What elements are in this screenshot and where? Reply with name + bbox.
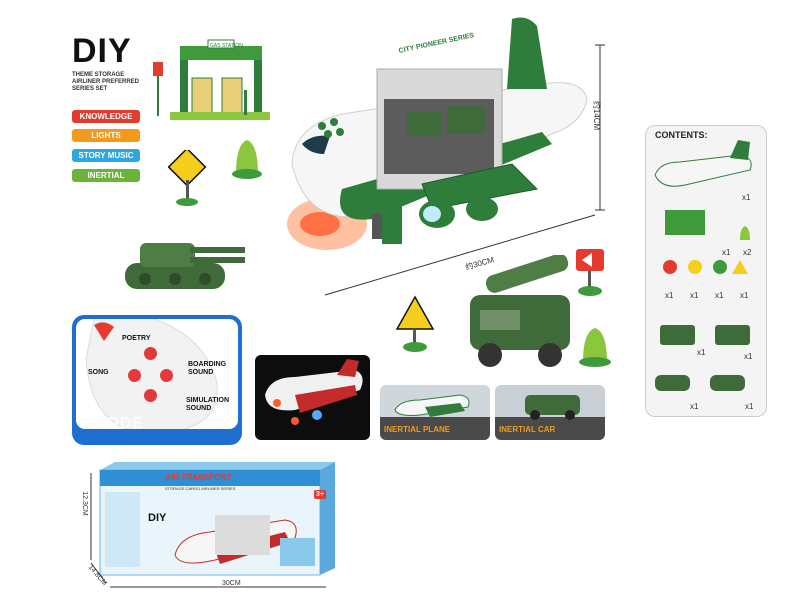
mode-panel: POETRY SONG BOARDING SOUND SIMULATION SO… (72, 315, 242, 445)
diy-subtitle: THEME STORAGE AIRLINER PREFERRED SERIES … (72, 72, 142, 93)
simulation-label: SIMULATION SOUND (186, 397, 230, 412)
plane-height-label: 约14CM (592, 100, 602, 131)
boarding-button[interactable] (160, 369, 173, 382)
inertial-plane-label: INERTIAL PLANE (384, 425, 451, 434)
poetry-label: POETRY (122, 335, 151, 342)
package-age-badge: 3+ (314, 490, 326, 499)
package-diy: DIY (148, 512, 167, 524)
remote-image (85, 319, 218, 429)
inertial-plane-image (380, 394, 490, 440)
road-sign-image (168, 150, 207, 206)
qty-station: x1 (722, 248, 731, 257)
qty-sign-4: x1 (740, 291, 749, 300)
qty-vehicle-4: x1 (745, 402, 754, 411)
package-box-image (99, 462, 335, 576)
boarding-label: BOARDING SOUND (188, 361, 227, 376)
qty-vehicle-1: x1 (697, 348, 706, 357)
lit-plane-inset (255, 355, 370, 440)
contents-title: CONTENTS: (655, 130, 708, 140)
poetry-button[interactable] (144, 347, 157, 360)
package-brand: AIR-TRANSPORT (165, 473, 232, 482)
construction-sign-image (395, 295, 435, 352)
traffic-cone-image (232, 140, 262, 179)
song-label: SONG (88, 369, 109, 376)
qty-plane: x1 (742, 193, 751, 202)
diy-title: DIY (72, 32, 132, 70)
box-height-label: 12.3CM (80, 491, 88, 516)
inertial-car-label: INERTIAL CAR (499, 425, 556, 434)
cone-image-right (579, 328, 611, 367)
subtitle-line-1: THEME STORAGE (72, 72, 125, 78)
song-button[interactable] (128, 369, 141, 382)
feature-badge-lights: LIGHTS (72, 129, 140, 142)
subtitle-line-2: AIRLINER PREFERRED (72, 79, 140, 85)
direction-sign-image (576, 249, 604, 296)
contents-items-image (654, 140, 752, 391)
inertial-plane-inset: INERTIAL PLANE (380, 385, 490, 440)
mode-inner: POETRY SONG BOARDING SOUND SIMULATION SO… (76, 319, 238, 429)
lit-plane-image (265, 359, 363, 425)
qty-sign-2: x1 (690, 291, 699, 300)
mode-badge: MODE (92, 415, 144, 432)
package-tagline: STORAGE CARGO AIRLINER SERIES (165, 486, 236, 491)
simulation-button[interactable] (144, 389, 157, 402)
feature-badge-knowledge: KNOWLEDGE (72, 110, 140, 123)
dimension-lines (324, 44, 605, 296)
subtitle-line-3: SERIES SET (72, 86, 108, 92)
inertial-car-image (495, 395, 605, 440)
missile-truck-image (470, 255, 570, 367)
gas-station-sign: GAS STATION (210, 43, 243, 49)
box-width-label: 30CM (222, 580, 241, 587)
inertial-car-inset: INERTIAL CAR (495, 385, 605, 440)
box-dimension-lines (90, 473, 326, 588)
tank-image (125, 243, 245, 289)
qty-vehicle-3: x1 (690, 402, 699, 411)
qty-cone: x2 (743, 248, 752, 257)
feature-badge-inertial: INERTIAL (72, 169, 140, 182)
qty-sign-1: x1 (665, 291, 674, 300)
feature-badge-story-music: STORY MUSIC (72, 149, 140, 162)
airplane-image (287, 17, 588, 250)
gas-station-image (153, 39, 270, 120)
qty-vehicle-2: x1 (744, 352, 753, 361)
qty-sign-3: x1 (715, 291, 724, 300)
